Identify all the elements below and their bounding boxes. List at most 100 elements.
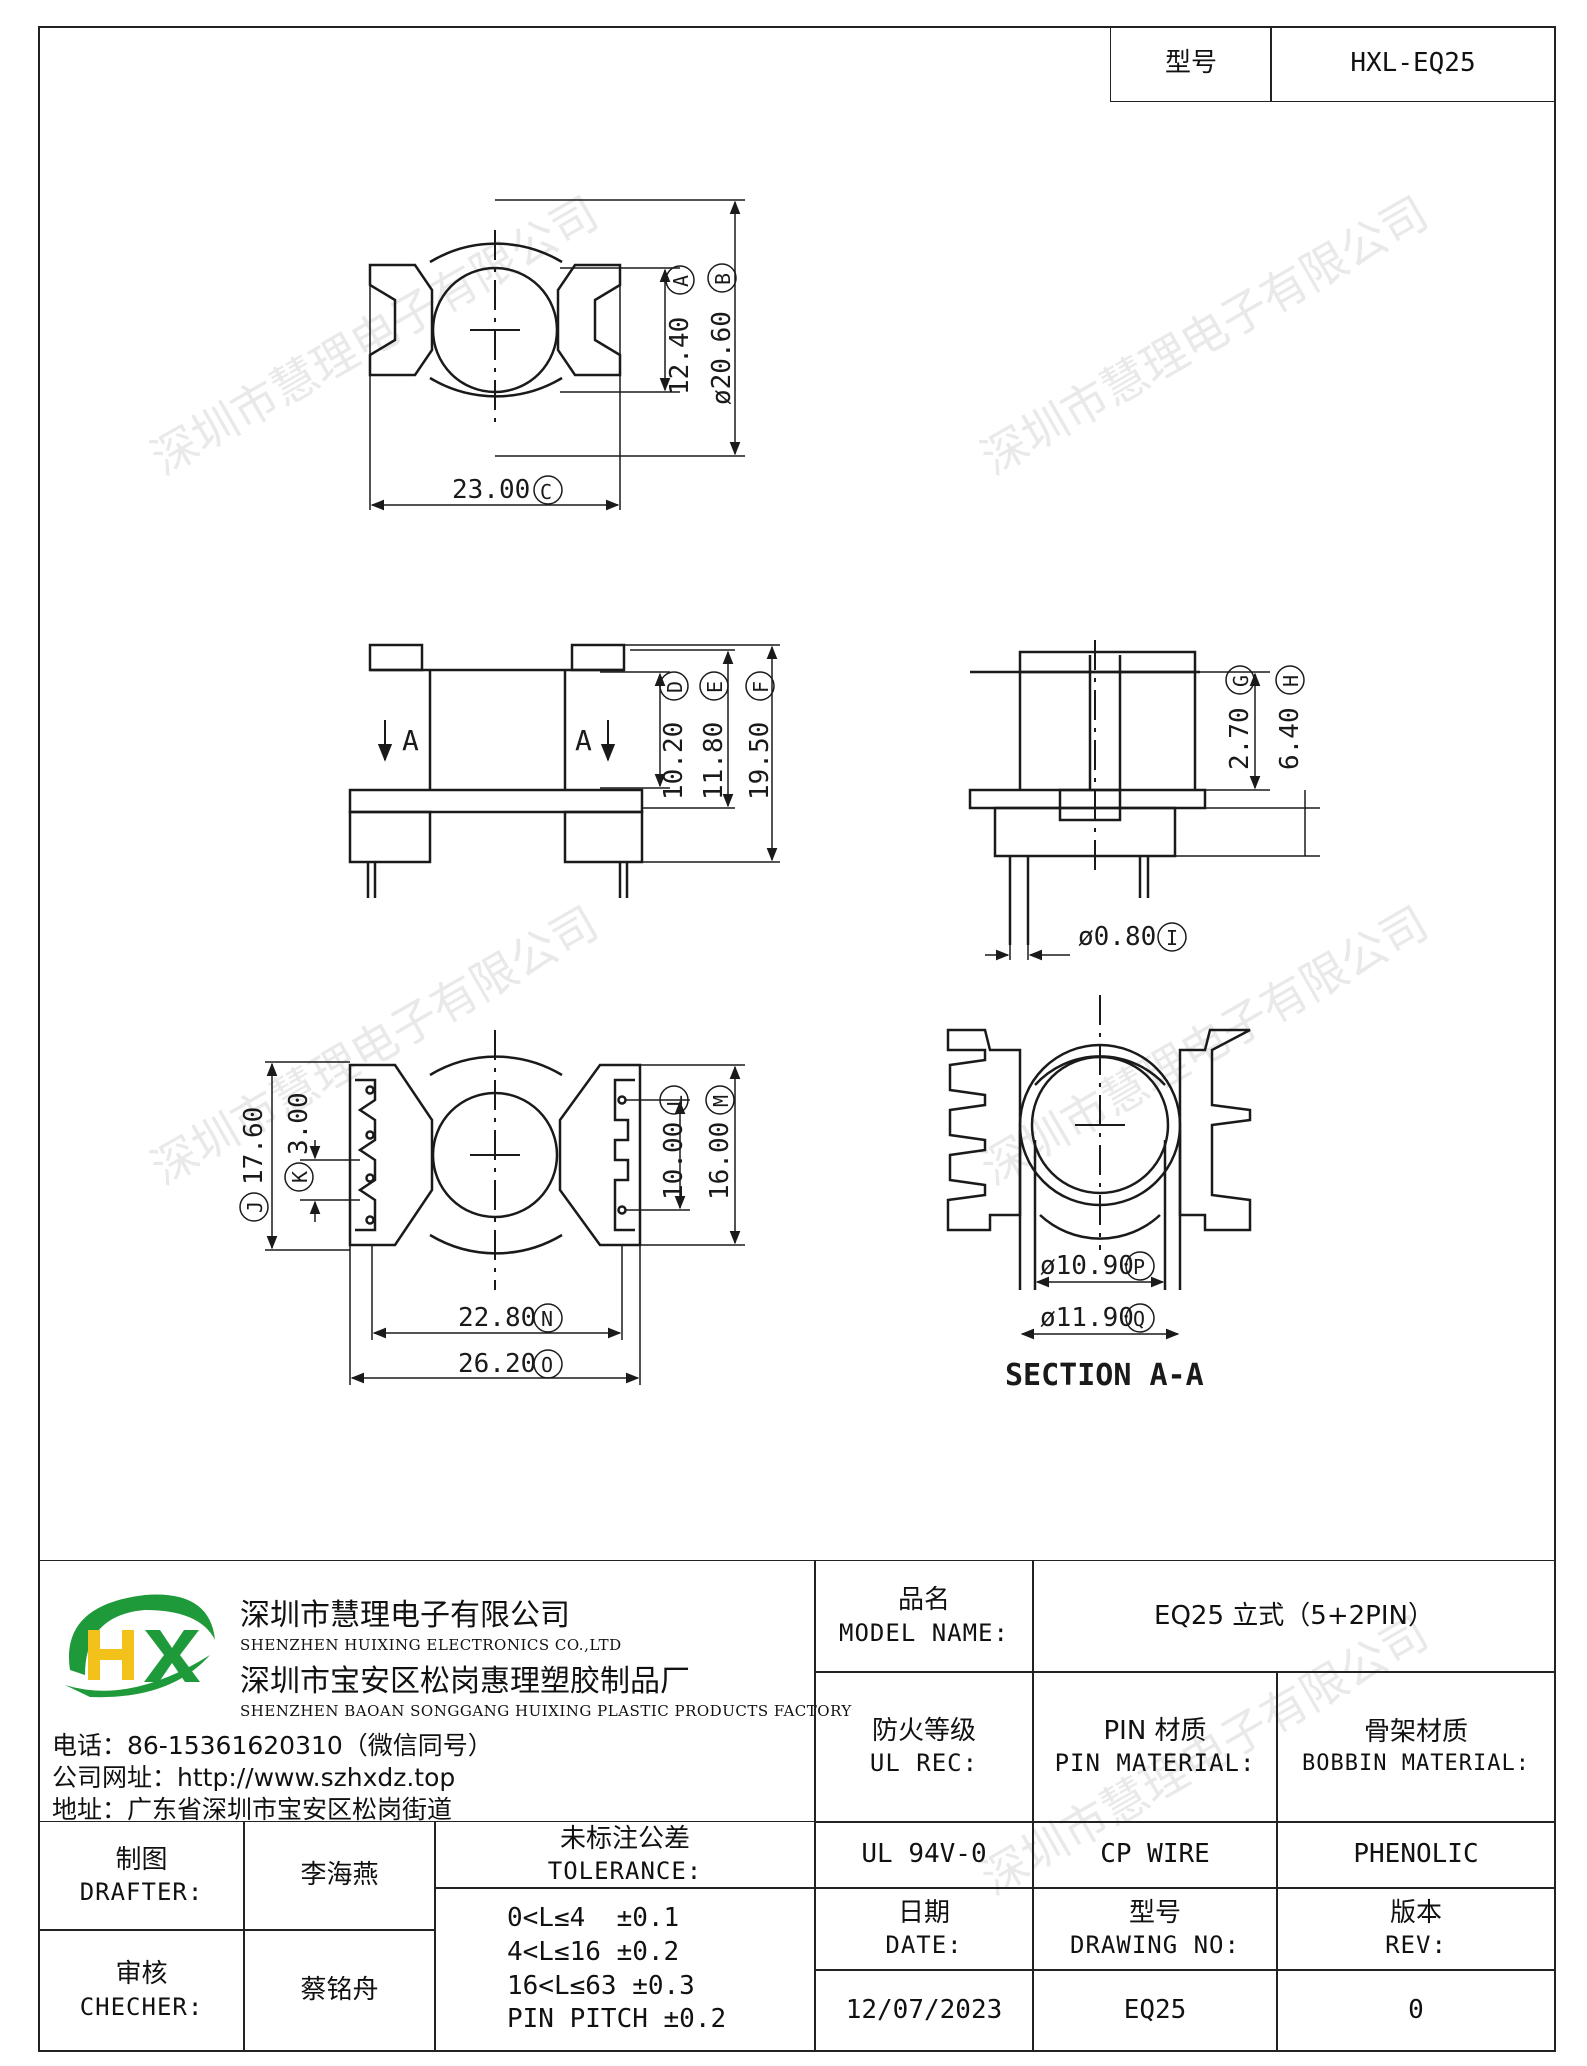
dim-text: 17.60 bbox=[239, 1107, 269, 1185]
dim-circled-letter: O bbox=[541, 1353, 553, 1377]
dim-circled-letter: G bbox=[1229, 675, 1253, 687]
drawing-no-value-text: EQ25 bbox=[1123, 1994, 1187, 2025]
bobbin-material-value-text: PHENOLIC bbox=[1353, 1839, 1479, 1870]
tolerance-label: 未标注公差 TOLERANCE: bbox=[434, 1821, 816, 1889]
dim-circled-letter: E bbox=[703, 681, 727, 693]
rev-value: 0 bbox=[1276, 1969, 1556, 2052]
date-label: 日期 DATE: bbox=[814, 1887, 1034, 1971]
dim-text: 11.80 bbox=[699, 722, 729, 800]
bobbin-material-label: 骨架材质 BOBBIN MATERIAL: bbox=[1276, 1671, 1556, 1823]
section-marker: A bbox=[402, 724, 419, 757]
front-view bbox=[348, 643, 780, 898]
tolerance-line: PIN PITCH ±0.2 bbox=[507, 2004, 727, 2035]
dim-circled-letter: C bbox=[540, 480, 552, 504]
rev-value-text: 0 bbox=[1408, 1994, 1424, 2025]
checker-cn: 审核 bbox=[115, 1959, 168, 1989]
dim-circled-letter: J bbox=[243, 1201, 267, 1213]
model-name-en: MODEL NAME: bbox=[839, 1618, 1009, 1647]
dim-text: 26.20 bbox=[458, 1349, 536, 1379]
drafter-label: 制图 DRAFTER: bbox=[38, 1821, 245, 1931]
checker-en: CHECHER: bbox=[79, 1992, 204, 2021]
dim-circled-letter: B bbox=[711, 273, 735, 285]
drafter-value: 李海燕 bbox=[243, 1821, 436, 1931]
bottom-view bbox=[265, 1030, 745, 1385]
model-name-value: EQ25 立式（5+2PIN） bbox=[1032, 1560, 1556, 1673]
drafter-en: DRAFTER: bbox=[79, 1878, 204, 1907]
ul-rec-value: UL 94V-0 bbox=[814, 1821, 1034, 1889]
dim-circled-letter: F bbox=[749, 681, 773, 693]
dim-text: 12.40 bbox=[665, 317, 695, 395]
dim-text: 10.00 bbox=[659, 1122, 689, 1200]
header-model-value: HXL-EQ25 bbox=[1270, 26, 1556, 102]
section-marker: A bbox=[575, 724, 592, 757]
checker-name: 蔡铭舟 bbox=[300, 1974, 379, 2005]
company-name-cn: 深圳市慧理电子有限公司 bbox=[240, 1598, 570, 1633]
drawing-no-cn: 型号 bbox=[1128, 1897, 1181, 1928]
model-name-value-text: EQ25 立式（5+2PIN） bbox=[1154, 1600, 1434, 1631]
model-name-label: 品名 MODEL NAME: bbox=[814, 1560, 1034, 1673]
pin-material-cn: PIN 材质 bbox=[1103, 1715, 1207, 1746]
ul-rec-label: 防火等级 UL REC: bbox=[814, 1671, 1034, 1823]
dim-circled-letter: A bbox=[669, 275, 693, 287]
bobbin-material-value: PHENOLIC bbox=[1276, 1821, 1556, 1889]
dim-text: 22.80 bbox=[458, 1303, 536, 1333]
section-title: SECTION A-A bbox=[1005, 1358, 1204, 1393]
dim-circled-letter: L bbox=[663, 1095, 687, 1107]
date-cn: 日期 bbox=[897, 1897, 950, 1928]
header-model-value-text: HXL-EQ25 bbox=[1350, 48, 1476, 79]
bobbin-material-en: BOBBIN MATERIAL: bbox=[1302, 1750, 1530, 1776]
tolerance-en: TOLERANCE: bbox=[547, 1857, 703, 1886]
dim-text: 23.00 bbox=[452, 475, 530, 505]
section-view bbox=[946, 995, 1252, 1340]
rev-cn: 版本 bbox=[1389, 1897, 1442, 1928]
dim-circled-letter: Q bbox=[1133, 1307, 1145, 1331]
drawing-no-label: 型号 DRAWING NO: bbox=[1032, 1887, 1278, 1971]
side-view bbox=[968, 640, 1320, 961]
dim-text: 6.40 bbox=[1275, 707, 1305, 770]
pin-material-en: PIN MATERIAL: bbox=[1054, 1749, 1256, 1778]
technical-drawing: 23.00 C 12.40 A ø20.60 B A A 10.20 D 11.… bbox=[239, 199, 1320, 1393]
dim-circled-letter: N bbox=[541, 1307, 553, 1331]
date-value: 12/07/2023 bbox=[814, 1969, 1034, 2052]
dim-circled-letter: H bbox=[1279, 675, 1303, 687]
tolerance-values: 0<L≤4 ±0.1 4<L≤16 ±0.2 16<L≤63 ±0.3 PIN … bbox=[434, 1887, 816, 2052]
pin-material-value: CP WIRE bbox=[1032, 1821, 1278, 1889]
drafter-name: 李海燕 bbox=[300, 1860, 379, 1891]
checker-label: 审核 CHECHER: bbox=[38, 1929, 245, 2052]
factory-name-cn: 深圳市宝安区松岗惠理塑胶制品厂 bbox=[240, 1664, 690, 1699]
dim-circled-letter: I bbox=[1166, 926, 1178, 950]
dim-text: 10.20 bbox=[659, 722, 689, 800]
dim-text: 3.00 bbox=[284, 1092, 314, 1155]
dim-text: 16.00 bbox=[705, 1122, 735, 1200]
dim-circled-letter: D bbox=[663, 681, 687, 693]
header-model-label: 型号 bbox=[1110, 26, 1272, 102]
dim-text: ø11.90 bbox=[1040, 1303, 1134, 1333]
company-name-en: SHENZHEN HUIXING ELECTRONICS CO.,LTD bbox=[240, 1636, 622, 1654]
pin-material-value-text: CP WIRE bbox=[1100, 1839, 1210, 1870]
drawing-no-en: DRAWING NO: bbox=[1070, 1931, 1240, 1960]
checker-value: 蔡铭舟 bbox=[243, 1929, 436, 2052]
tolerance-line: 0<L≤4 ±0.1 bbox=[507, 1902, 680, 1933]
dim-text: ø0.80 bbox=[1078, 922, 1156, 952]
company-phone: 电话：86-15361620310（微信同号） bbox=[52, 1731, 493, 1760]
dim-text: ø20.60 bbox=[707, 311, 737, 405]
dim-circled-letter: M bbox=[709, 1095, 733, 1107]
company-website: 公司网址：http://www.szhxdz.top bbox=[52, 1763, 456, 1792]
company-logo bbox=[65, 1594, 215, 1698]
top-view bbox=[368, 199, 745, 511]
tolerance-cn: 未标注公差 bbox=[559, 1823, 690, 1854]
factory-name-en: SHENZHEN BAOAN SONGGANG HUIXING PLASTIC … bbox=[240, 1702, 852, 1720]
header-model-label-text: 型号 bbox=[1164, 48, 1217, 79]
dim-text: ø10.90 bbox=[1040, 1251, 1134, 1281]
rev-label: 版本 REV: bbox=[1276, 1887, 1556, 1971]
dim-text: 19.50 bbox=[745, 722, 775, 800]
date-en: DATE: bbox=[885, 1931, 963, 1960]
tolerance-line: 16<L≤63 ±0.3 bbox=[507, 1970, 695, 2001]
rev-en: REV: bbox=[1385, 1931, 1447, 1960]
dim-circled-letter: P bbox=[1133, 1255, 1145, 1279]
ul-rec-value-text: UL 94V-0 bbox=[861, 1839, 987, 1870]
drafter-cn: 制图 bbox=[115, 1844, 168, 1875]
tolerance-line: 4<L≤16 ±0.2 bbox=[507, 1936, 680, 1967]
ul-rec-cn: 防火等级 bbox=[871, 1715, 976, 1746]
date-value-text: 12/07/2023 bbox=[845, 1994, 1003, 2025]
